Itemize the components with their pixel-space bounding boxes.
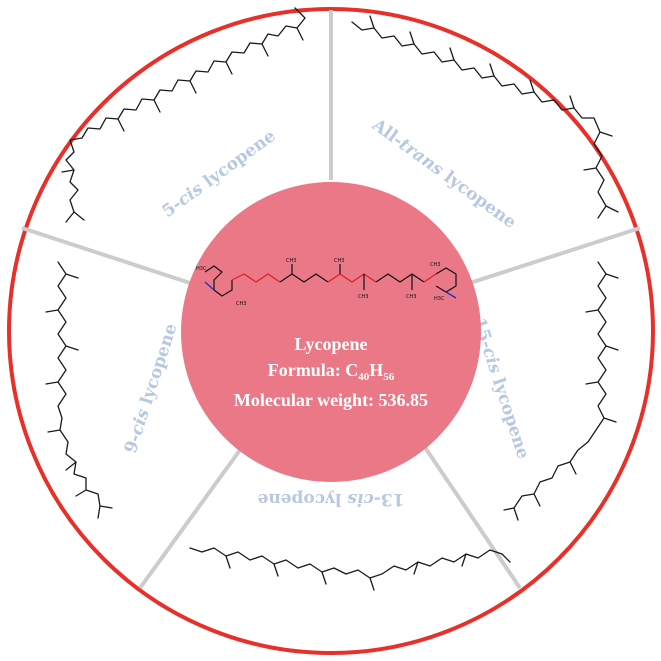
center-disc	[181, 182, 481, 482]
center-formula: Formula: C40H56	[268, 360, 395, 383]
segment-dividers	[21, 10, 641, 590]
center-molecule-label-ch3-bottom-2: CH3	[406, 294, 416, 300]
center-molecule-label-ch3-top-1: CH3	[286, 258, 296, 264]
divider-lower-right	[418, 438, 522, 590]
center-molecule-label-ch3-lower-left: CH3	[236, 301, 246, 307]
center-molecule: H3C CH3 CH3 CH3 CH3 CH3 CH3 H3C	[196, 258, 457, 307]
center-molecule-label-ch3-bottom-1: CH3	[358, 294, 368, 300]
structure-15-cis	[503, 261, 619, 521]
center-molecule-label-ch3-right: CH3	[430, 262, 440, 268]
center-weight: Molecular weight: 536.85	[234, 390, 428, 410]
center-molecule-label-ch3-top-2: CH3	[334, 258, 344, 264]
center-molecule-label-h3c-left: H3C	[196, 266, 207, 272]
label-13-cis: 13-cis lycopene	[257, 489, 404, 509]
center-title: Lycopene	[294, 334, 367, 354]
divider-left	[21, 226, 191, 285]
divider-right	[469, 226, 641, 285]
structure-13-cis	[189, 547, 511, 591]
structure-all-trans	[351, 15, 619, 219]
center-molecule-label-h3c-right: H3C	[434, 296, 445, 302]
structure-5-cis	[61, 7, 306, 223]
divider-lower-left	[138, 448, 242, 590]
structure-9-cis	[45, 261, 113, 519]
